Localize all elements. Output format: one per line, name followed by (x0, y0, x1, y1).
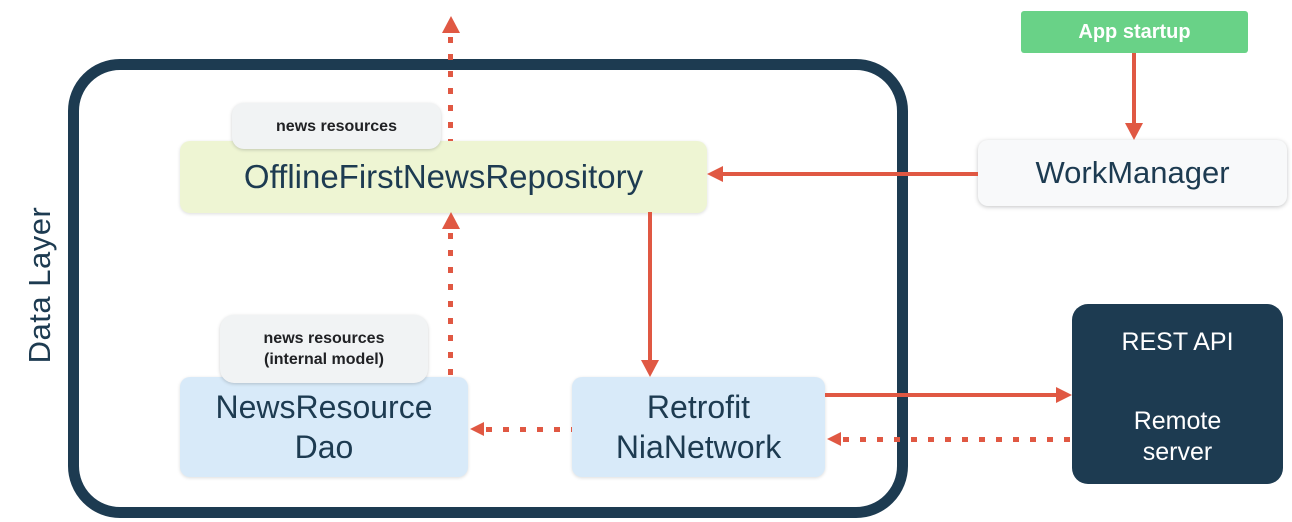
network-node: Retrofit NiaNetwork (572, 377, 825, 477)
rest-api-label: REST API (1121, 328, 1234, 356)
news-resources-tag-text: news resources (276, 117, 397, 135)
arrow-appstartup-to-workmanager-line (1132, 53, 1136, 124)
arrow-workmanager-to-repository-head (707, 166, 723, 182)
app-startup-node: App startup (1021, 11, 1248, 53)
network-label-line2: NiaNetwork (615, 429, 782, 465)
network-label-line1: Retrofit (646, 389, 751, 425)
dao-label-line2: Dao (294, 429, 354, 465)
arrow-remote-to-network-head (827, 432, 841, 446)
workmanager-label: WorkManager (1035, 155, 1230, 190)
arrow-network-to-remote-line (825, 393, 1058, 397)
remote-label-line2: server (1142, 438, 1213, 466)
internal-model-tag-line1: news resources (263, 330, 385, 347)
arrow-network-to-dao-line (486, 427, 572, 432)
arrow-appstartup-to-workmanager-head (1125, 123, 1143, 140)
arrow-dao-to-repository-head (442, 212, 460, 229)
remote-label-line1: Remote (1133, 407, 1222, 435)
app-startup-label: App startup (1078, 20, 1191, 43)
arrow-remote-to-network-line (843, 437, 1072, 442)
arrow-workmanager-to-repository-line (722, 172, 978, 176)
arrow-repository-to-ui-head (442, 16, 460, 33)
data-layer-label: Data Layer (22, 206, 57, 364)
arrow-network-to-dao-head (470, 422, 484, 436)
arrow-network-to-remote-head (1056, 387, 1072, 403)
remote-server-node: REST API Remote server (1072, 304, 1283, 484)
dao-label-line1: NewsResource (215, 389, 433, 425)
arrow-repository-to-network-head (641, 360, 659, 377)
internal-model-tag-line2: (internal model) (263, 351, 384, 368)
arrow-repository-to-ui-line (448, 37, 453, 141)
internal-model-tag: news resources (internal model) (220, 315, 428, 383)
workmanager-node: WorkManager (978, 140, 1287, 206)
arrow-dao-to-repository-line (448, 233, 453, 377)
news-resources-tag: news resources (232, 103, 441, 149)
arrow-repository-to-network-line (648, 212, 652, 361)
data-layer-frame (68, 59, 908, 518)
repository-node: OfflineFirstNewsRepository (180, 141, 707, 213)
dao-node: NewsResource Dao (180, 377, 468, 477)
repository-label: OfflineFirstNewsRepository (243, 158, 644, 195)
